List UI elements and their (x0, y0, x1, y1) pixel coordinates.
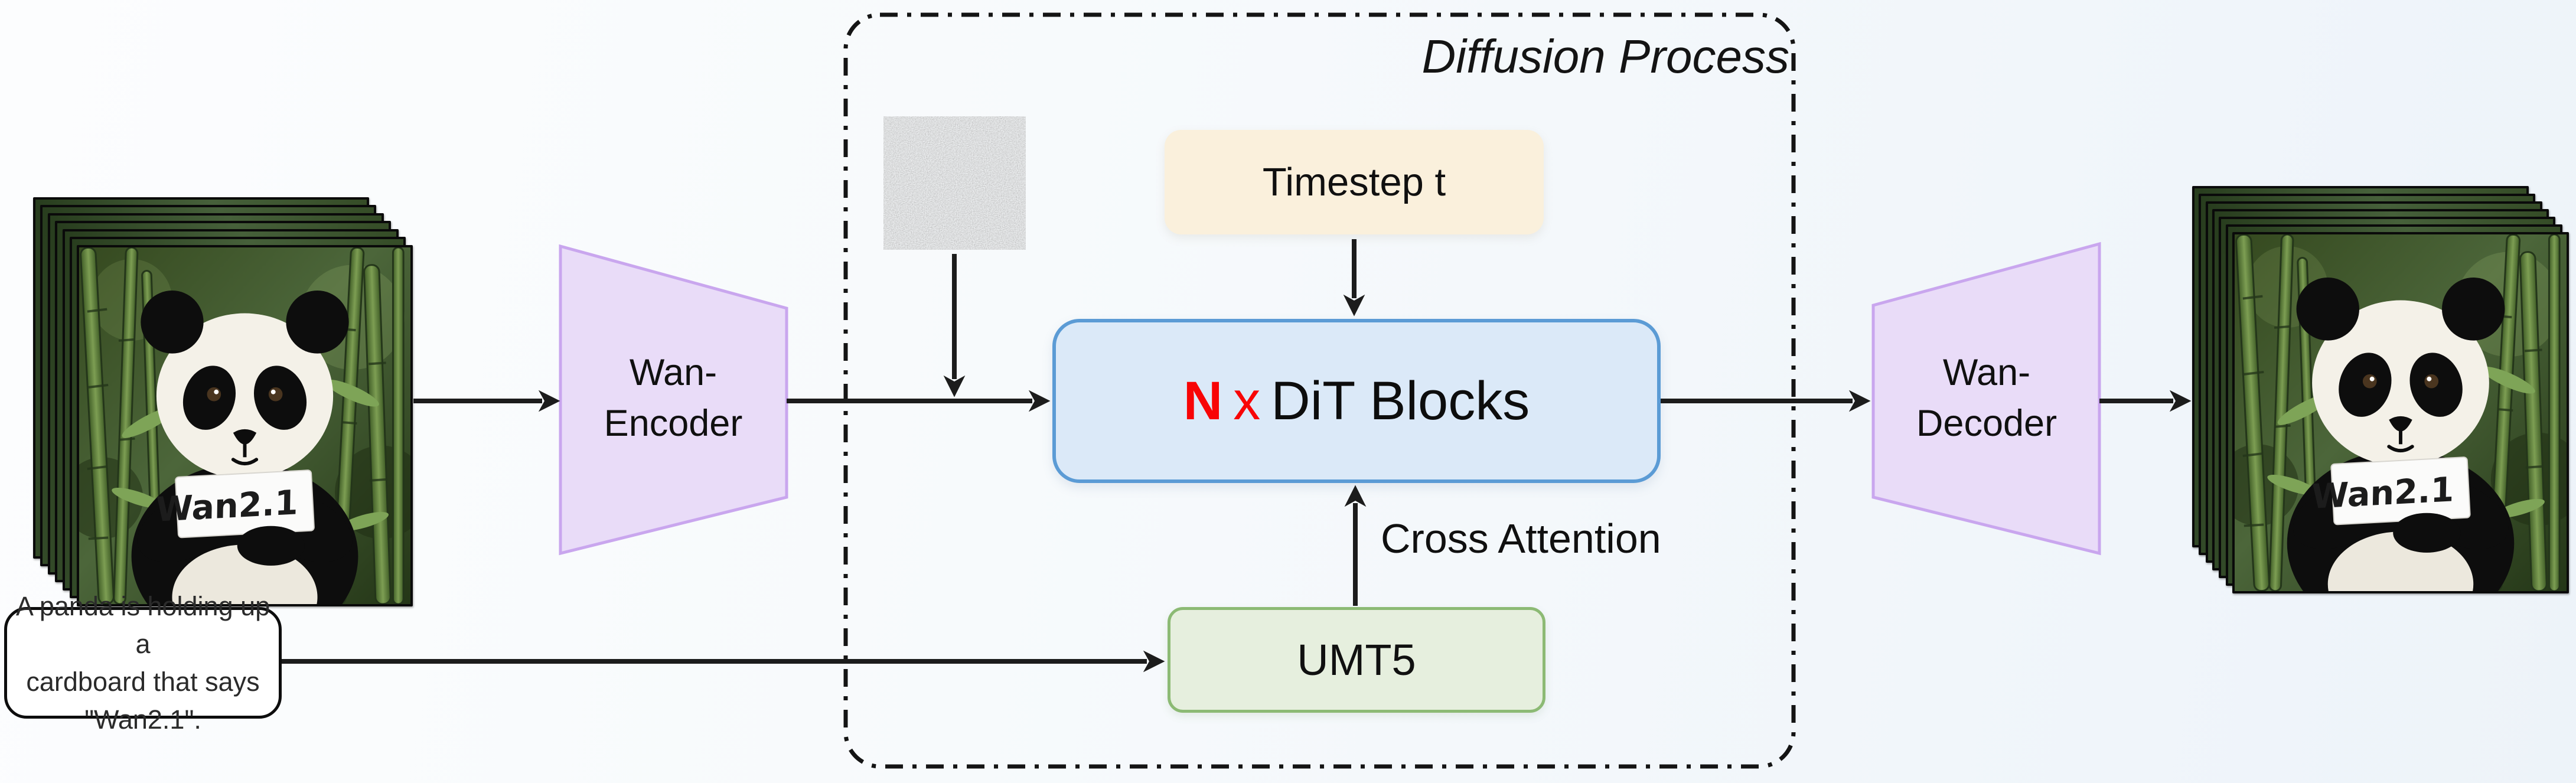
panda-image (79, 247, 410, 604)
wan-encoder-label: Wan- Encoder (549, 347, 797, 449)
timestep-node: Timestep t (1165, 130, 1544, 234)
dit-times: x (1233, 370, 1261, 431)
video-frame-front (2232, 232, 2569, 593)
dit-blocks-node: N x DiT Blocks (1052, 319, 1661, 483)
umt5-node: UMT5 (1168, 607, 1545, 713)
noise-latent-image (883, 116, 1026, 250)
cross-attention-label: Cross Attention (1381, 516, 1661, 562)
prompt-line-1: A panda is holding up a (15, 590, 270, 659)
wan-decoder-label: Wan- Decoder (1863, 347, 2111, 449)
prompt-text-box: A panda is holding up a cardboard that s… (4, 591, 282, 735)
timestep-label: Timestep t (1262, 160, 1446, 204)
dit-label: DiT Blocks (1271, 370, 1530, 431)
umt5-label: UMT5 (1297, 635, 1416, 684)
diffusion-process-title: Diffusion Process (1421, 30, 1789, 83)
wan-decoder-line1: Wan- (1942, 352, 2031, 393)
video-frame-front (77, 245, 413, 606)
panda-image (2235, 234, 2567, 591)
prompt-line-2: cardboard that says "Wan2.1". (26, 666, 260, 735)
wan-encoder-line1: Wan- (629, 352, 718, 393)
wan-decoder-line2: Decoder (1916, 403, 2057, 444)
wan-encoder-line2: Encoder (604, 403, 743, 444)
dit-n: N (1183, 370, 1223, 431)
